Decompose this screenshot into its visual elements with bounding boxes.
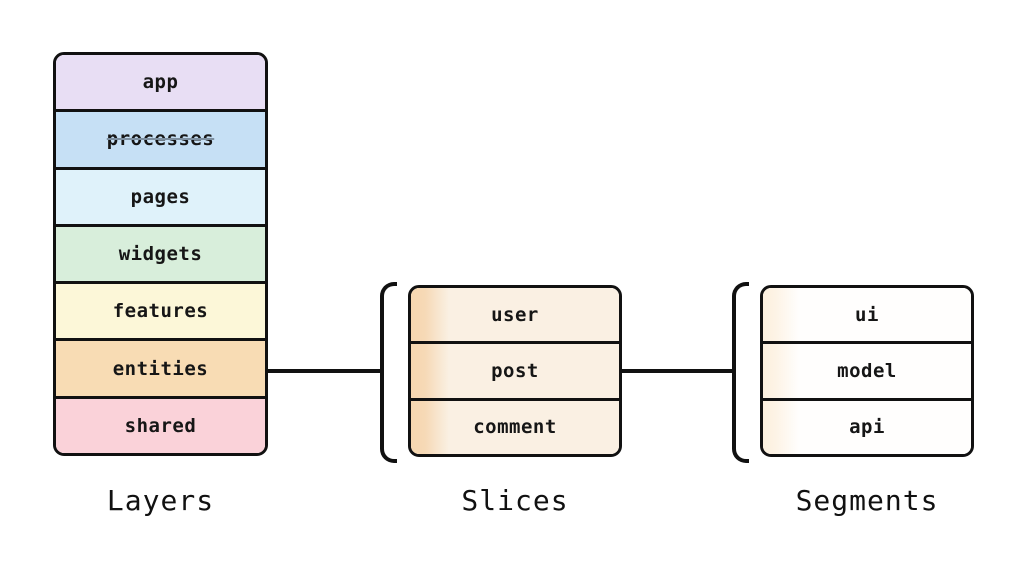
segment-row-api: api [763, 397, 971, 454]
segments-stack: ui model api [760, 285, 974, 457]
slices-bracket [380, 282, 397, 463]
segments-bracket [732, 282, 749, 463]
slice-label-user: user [491, 303, 539, 326]
slice-label-comment: comment [473, 416, 557, 439]
layers-caption: Layers [106, 484, 215, 517]
slices-stack: user post comment [408, 285, 622, 457]
layer-row-processes: processes [56, 109, 265, 167]
segment-row-model: model [763, 341, 971, 398]
layer-label-features: features [112, 300, 209, 323]
layer-label-shared: shared [124, 414, 197, 437]
layer-label-app: app [142, 71, 179, 94]
slice-label-post: post [491, 359, 539, 382]
slice-row-user: user [411, 288, 619, 342]
connector-slices-to-segments [621, 369, 735, 373]
segment-label-api: api [849, 416, 885, 439]
segments-caption: Segments [795, 484, 939, 517]
layer-label-widgets: widgets [118, 242, 203, 265]
segment-row-ui: ui [763, 288, 971, 342]
layer-label-processes: processes [106, 128, 215, 151]
slice-row-post: post [411, 341, 619, 398]
layer-row-app: app [56, 55, 265, 110]
layers-stack: app processes pages widgets features ent… [53, 52, 268, 456]
layer-row-widgets: widgets [56, 223, 265, 282]
layer-row-features: features [56, 281, 265, 339]
slice-row-comment: comment [411, 397, 619, 454]
connector-layers-to-slices [267, 369, 383, 373]
layer-label-entities: entities [112, 357, 209, 380]
layer-row-entities: entities [56, 338, 265, 396]
layer-row-shared: shared [56, 395, 265, 453]
slices-caption: Slices [461, 484, 569, 517]
layer-row-pages: pages [56, 166, 265, 224]
segment-label-ui: ui [855, 303, 879, 326]
segment-label-model: model [837, 359, 897, 382]
layer-label-pages: pages [130, 185, 191, 208]
